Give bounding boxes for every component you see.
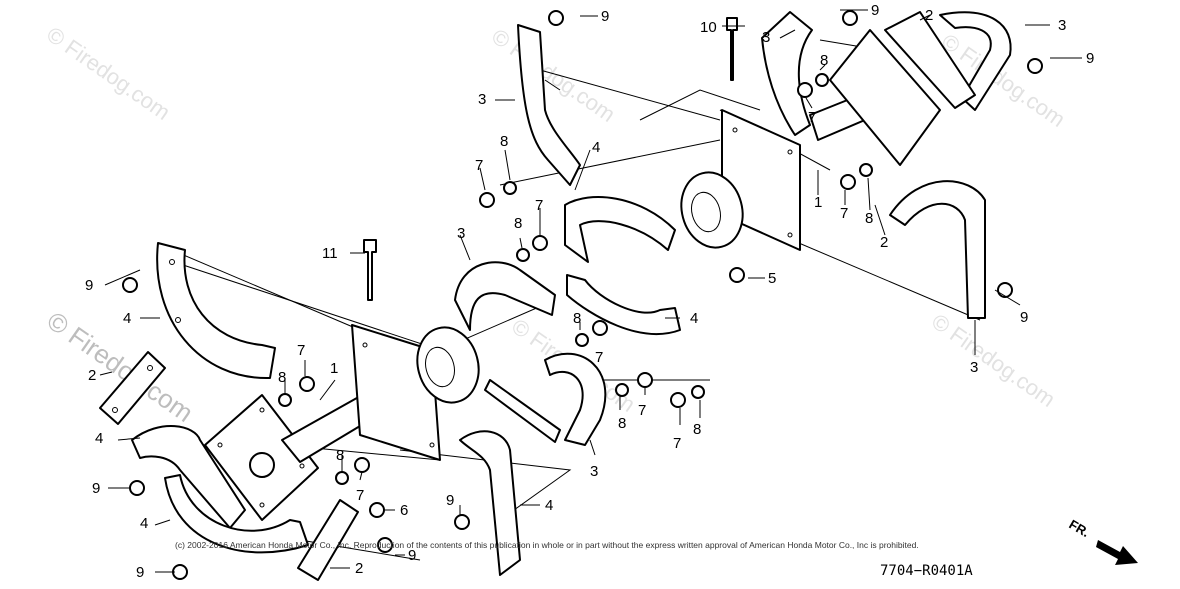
- left-tine-group: [99, 11, 1012, 581]
- callout-8: 8: [618, 415, 626, 432]
- callout-9: 9: [92, 480, 100, 497]
- plate-bottom-left: [297, 499, 359, 581]
- callouts: 9 10 9 3 2 3 9 8 7 3 8 4 7 1 7 8 2 8 7 3…: [85, 2, 1094, 581]
- callout-3: 3: [1058, 17, 1066, 34]
- callout-8: 8: [278, 369, 286, 386]
- callout-3: 3: [457, 225, 465, 242]
- callout-7: 7: [475, 157, 483, 174]
- callout-6: 6: [400, 502, 408, 519]
- bolt-11: [363, 239, 377, 301]
- tine-lower-left: [131, 425, 246, 529]
- front-label: FR.: [1067, 517, 1093, 540]
- callout-4: 4: [123, 310, 131, 327]
- callout-3: 3: [762, 29, 770, 46]
- callout-3: 3: [590, 463, 598, 480]
- diagram-code: 7704−R0401A: [880, 563, 973, 579]
- callout-9: 9: [85, 277, 93, 294]
- tine-mid-left: [454, 261, 556, 331]
- callout-5: 5: [768, 270, 776, 287]
- watermark: © Firedog.com: [927, 309, 1060, 412]
- callout-2: 2: [880, 234, 888, 251]
- tine-upper-right: [761, 11, 813, 136]
- tine-center-right: [566, 274, 681, 336]
- callout-4: 4: [545, 497, 553, 514]
- callout-3: 3: [970, 359, 978, 376]
- callout-4: 4: [95, 430, 103, 447]
- callout-2: 2: [355, 560, 363, 577]
- tine-outer-left: [156, 242, 276, 380]
- callout-1: 1: [814, 194, 822, 211]
- leader-lines: [99, 9, 1082, 573]
- hub-right: [680, 171, 744, 249]
- callout-8: 8: [573, 310, 581, 327]
- callout-9: 9: [446, 492, 454, 509]
- flange-plate-far-right: [829, 29, 941, 166]
- fasteners: [122, 10, 1043, 580]
- tine-left-top: [517, 24, 581, 186]
- callout-1: 1: [330, 360, 338, 377]
- callout-7: 7: [595, 349, 603, 366]
- front-direction-indicator: FR.: [1067, 517, 1138, 565]
- callout-4: 4: [690, 310, 698, 327]
- front-arrow-icon: [1096, 540, 1138, 565]
- callout-10: 10: [700, 19, 717, 36]
- callout-8: 8: [820, 52, 828, 69]
- callout-7: 7: [297, 342, 305, 359]
- callout-7: 7: [840, 205, 848, 222]
- tine-far-right-top: [939, 11, 1012, 111]
- callout-9: 9: [601, 8, 609, 25]
- callout-7: 7: [356, 487, 364, 504]
- callout-8: 8: [514, 215, 522, 232]
- bracket-mid: [484, 379, 561, 443]
- copyright-notice: (c) 2002-2016 American Honda Motor Co., …: [175, 540, 919, 550]
- callout-11: 11: [322, 245, 338, 262]
- callout-3: 3: [478, 91, 486, 108]
- tine-mid-right: [544, 352, 607, 446]
- callout-9: 9: [136, 564, 144, 581]
- callout-4: 4: [592, 139, 600, 156]
- callout-4: 4: [140, 515, 148, 532]
- callout-9: 9: [1020, 309, 1028, 326]
- callout-9: 9: [1086, 50, 1094, 67]
- bolt-10: [726, 17, 738, 81]
- plate-far-right: [884, 11, 976, 109]
- tine-mid-lower: [459, 430, 521, 576]
- watermark: © Firedog.com: [487, 24, 620, 127]
- callout-8: 8: [693, 421, 701, 438]
- callout-7: 7: [673, 435, 681, 452]
- tine-far-right-lower: [889, 180, 986, 319]
- callout-8: 8: [336, 447, 344, 464]
- watermark: © Firedog.com: [42, 22, 175, 125]
- callout-2: 2: [88, 367, 96, 384]
- callout-2: 2: [925, 7, 933, 24]
- tine-bottom-left: [164, 474, 309, 554]
- hub-left: [416, 326, 480, 404]
- callout-8: 8: [865, 210, 873, 227]
- callout-8: 8: [500, 133, 508, 150]
- callout-7: 7: [535, 197, 543, 214]
- tine-center-upper: [564, 196, 676, 263]
- callout-7: 7: [638, 402, 646, 419]
- callout-7: 7: [808, 109, 816, 126]
- callout-9: 9: [408, 547, 416, 564]
- callout-9: 9: [871, 2, 879, 19]
